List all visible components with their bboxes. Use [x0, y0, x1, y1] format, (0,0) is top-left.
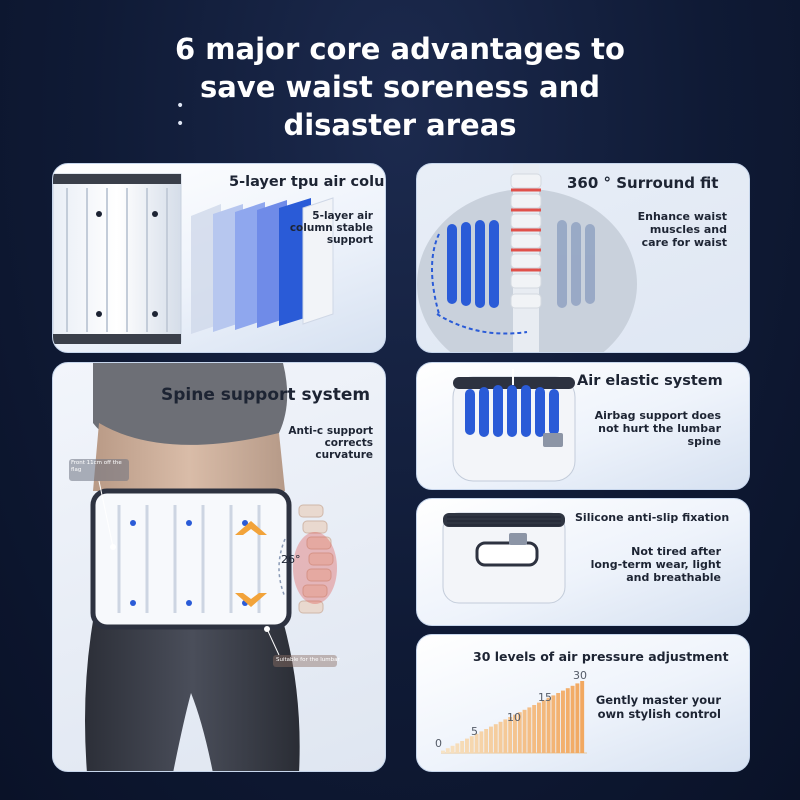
pressure-level-bar	[517, 712, 522, 753]
pressure-level-bar	[570, 685, 575, 753]
pressure-level-bar	[450, 745, 455, 753]
feature-description: Anti-c support corrects curvature	[288, 425, 373, 461]
feature-card-spine: Spine support system Anti-c support corr…	[52, 362, 386, 772]
feature-description-line: not hurt the lumbar	[598, 422, 721, 435]
feature-description-line: and breathable	[626, 571, 721, 584]
pressure-level-bar	[469, 736, 474, 753]
tick-label: 5	[471, 725, 478, 738]
feature-description-line: care for waist	[641, 236, 727, 249]
feature-card-silicone: Silicone anti-slip fixation Not tired af…	[416, 498, 750, 626]
feature-description-line: muscles and	[649, 223, 727, 236]
pressure-level-bar	[541, 700, 546, 753]
feature-description-line: support	[326, 234, 373, 246]
pressure-level-bar	[556, 693, 561, 753]
tick-label: 30	[573, 669, 587, 682]
headline: 6 major core advantages to save waist so…	[0, 30, 800, 144]
feature-description-line: own stylish control	[597, 707, 721, 721]
pressure-level-bar	[565, 688, 570, 753]
pressure-level-bar	[489, 726, 493, 753]
tpu-layers-illustration	[53, 173, 334, 344]
pressure-level-bar	[484, 729, 489, 753]
spine-support-illustration	[69, 363, 337, 771]
pressure-level-bar	[537, 702, 541, 753]
tick-label: 10	[507, 711, 521, 724]
feature-description-line: spine	[687, 435, 721, 448]
feature-description: Airbag support does not hurt the lumbar …	[595, 409, 721, 448]
pressure-level-bar	[455, 743, 460, 753]
pressure-level-bar	[498, 721, 503, 753]
tick-label: 15	[538, 691, 552, 704]
pressure-level-bar	[522, 709, 527, 753]
pressure-level-bar	[508, 717, 513, 753]
feature-description-line: long-term wear, light	[590, 558, 721, 571]
feature-card-360: 360 ° Surround fit Enhance waist muscles…	[416, 163, 750, 353]
speck-mark: •	[176, 98, 185, 114]
feature-description: 5-layer air column stable support	[290, 210, 373, 246]
pressure-level-bar	[513, 714, 517, 753]
feature-description-line: Airbag support does	[594, 409, 721, 422]
headline-line-2: save waist soreness and	[199, 70, 601, 104]
feature-description-line: Anti-c support	[288, 425, 373, 437]
pressure-levels-chart	[441, 681, 587, 754]
feature-description: Not tired after long-term wear, light an…	[591, 545, 721, 584]
spine-surround-illustration	[417, 164, 637, 352]
air-belt-illustration	[452, 369, 576, 482]
silicone-belt-illustration	[442, 512, 566, 604]
headline-line-1: 6 major core advantages to	[175, 32, 625, 66]
feature-description: Enhance waist muscles and care for waist	[638, 210, 727, 249]
feature-card-air-elastic: Air elastic system Airbag support does n…	[416, 362, 750, 490]
pressure-level-bar	[527, 707, 532, 753]
pressure-level-bar	[575, 683, 580, 753]
pressure-level-bar	[445, 748, 450, 753]
feature-description-line: curvature	[315, 449, 373, 461]
feature-title: 30 levels of air pressure adjustment	[473, 649, 729, 664]
feature-card-pressure: 30 levels of air pressure adjustment 0 5…	[416, 634, 750, 772]
feature-card-tpu: 5-layer tpu air column 5-layer air colum…	[52, 163, 386, 353]
pressure-level-bar	[474, 733, 479, 753]
headline-line-3: disaster areas	[283, 108, 517, 142]
speck-mark: •	[176, 116, 185, 132]
feature-title: 360 ° Surround fit	[567, 174, 719, 192]
pressure-level-bar	[503, 719, 508, 753]
feature-description-line: corrects	[324, 437, 373, 449]
feature-title: Spine support system	[161, 385, 371, 405]
callout-text: Front 11cm off the	[71, 460, 122, 466]
feature-title: Silicone anti-slip fixation	[575, 511, 730, 524]
feature-description-line: column stable	[289, 222, 373, 234]
feature-description-line: Enhance waist	[637, 210, 727, 223]
feature-title: Air elastic system	[577, 373, 723, 389]
pressure-level-bar	[441, 750, 445, 753]
angle-label: 26°	[281, 553, 301, 566]
pressure-level-bar	[532, 705, 537, 753]
feature-description-line: Gently master your	[595, 693, 721, 707]
pressure-level-bar	[551, 695, 556, 753]
feature-description: Gently master your own stylish control	[596, 693, 721, 721]
feature-description-line: Not tired after	[631, 545, 721, 558]
feature-title: 5-layer tpu air column	[229, 174, 385, 190]
callout-front: Front 11cm off the flag	[71, 460, 122, 474]
feature-description-line: 5-layer air	[312, 210, 373, 222]
pressure-level-bar	[580, 681, 585, 753]
pressure-level-bar	[460, 741, 465, 753]
tick-label: 0	[435, 737, 442, 750]
callout-text: flag	[71, 467, 82, 473]
pressure-level-bar	[561, 690, 565, 753]
callout-back: Suitable for the lumbar	[276, 657, 340, 663]
pressure-level-bar	[493, 724, 498, 753]
pressure-level-bar	[546, 697, 551, 753]
pressure-level-bar	[465, 738, 469, 753]
pressure-level-bar	[479, 731, 484, 753]
